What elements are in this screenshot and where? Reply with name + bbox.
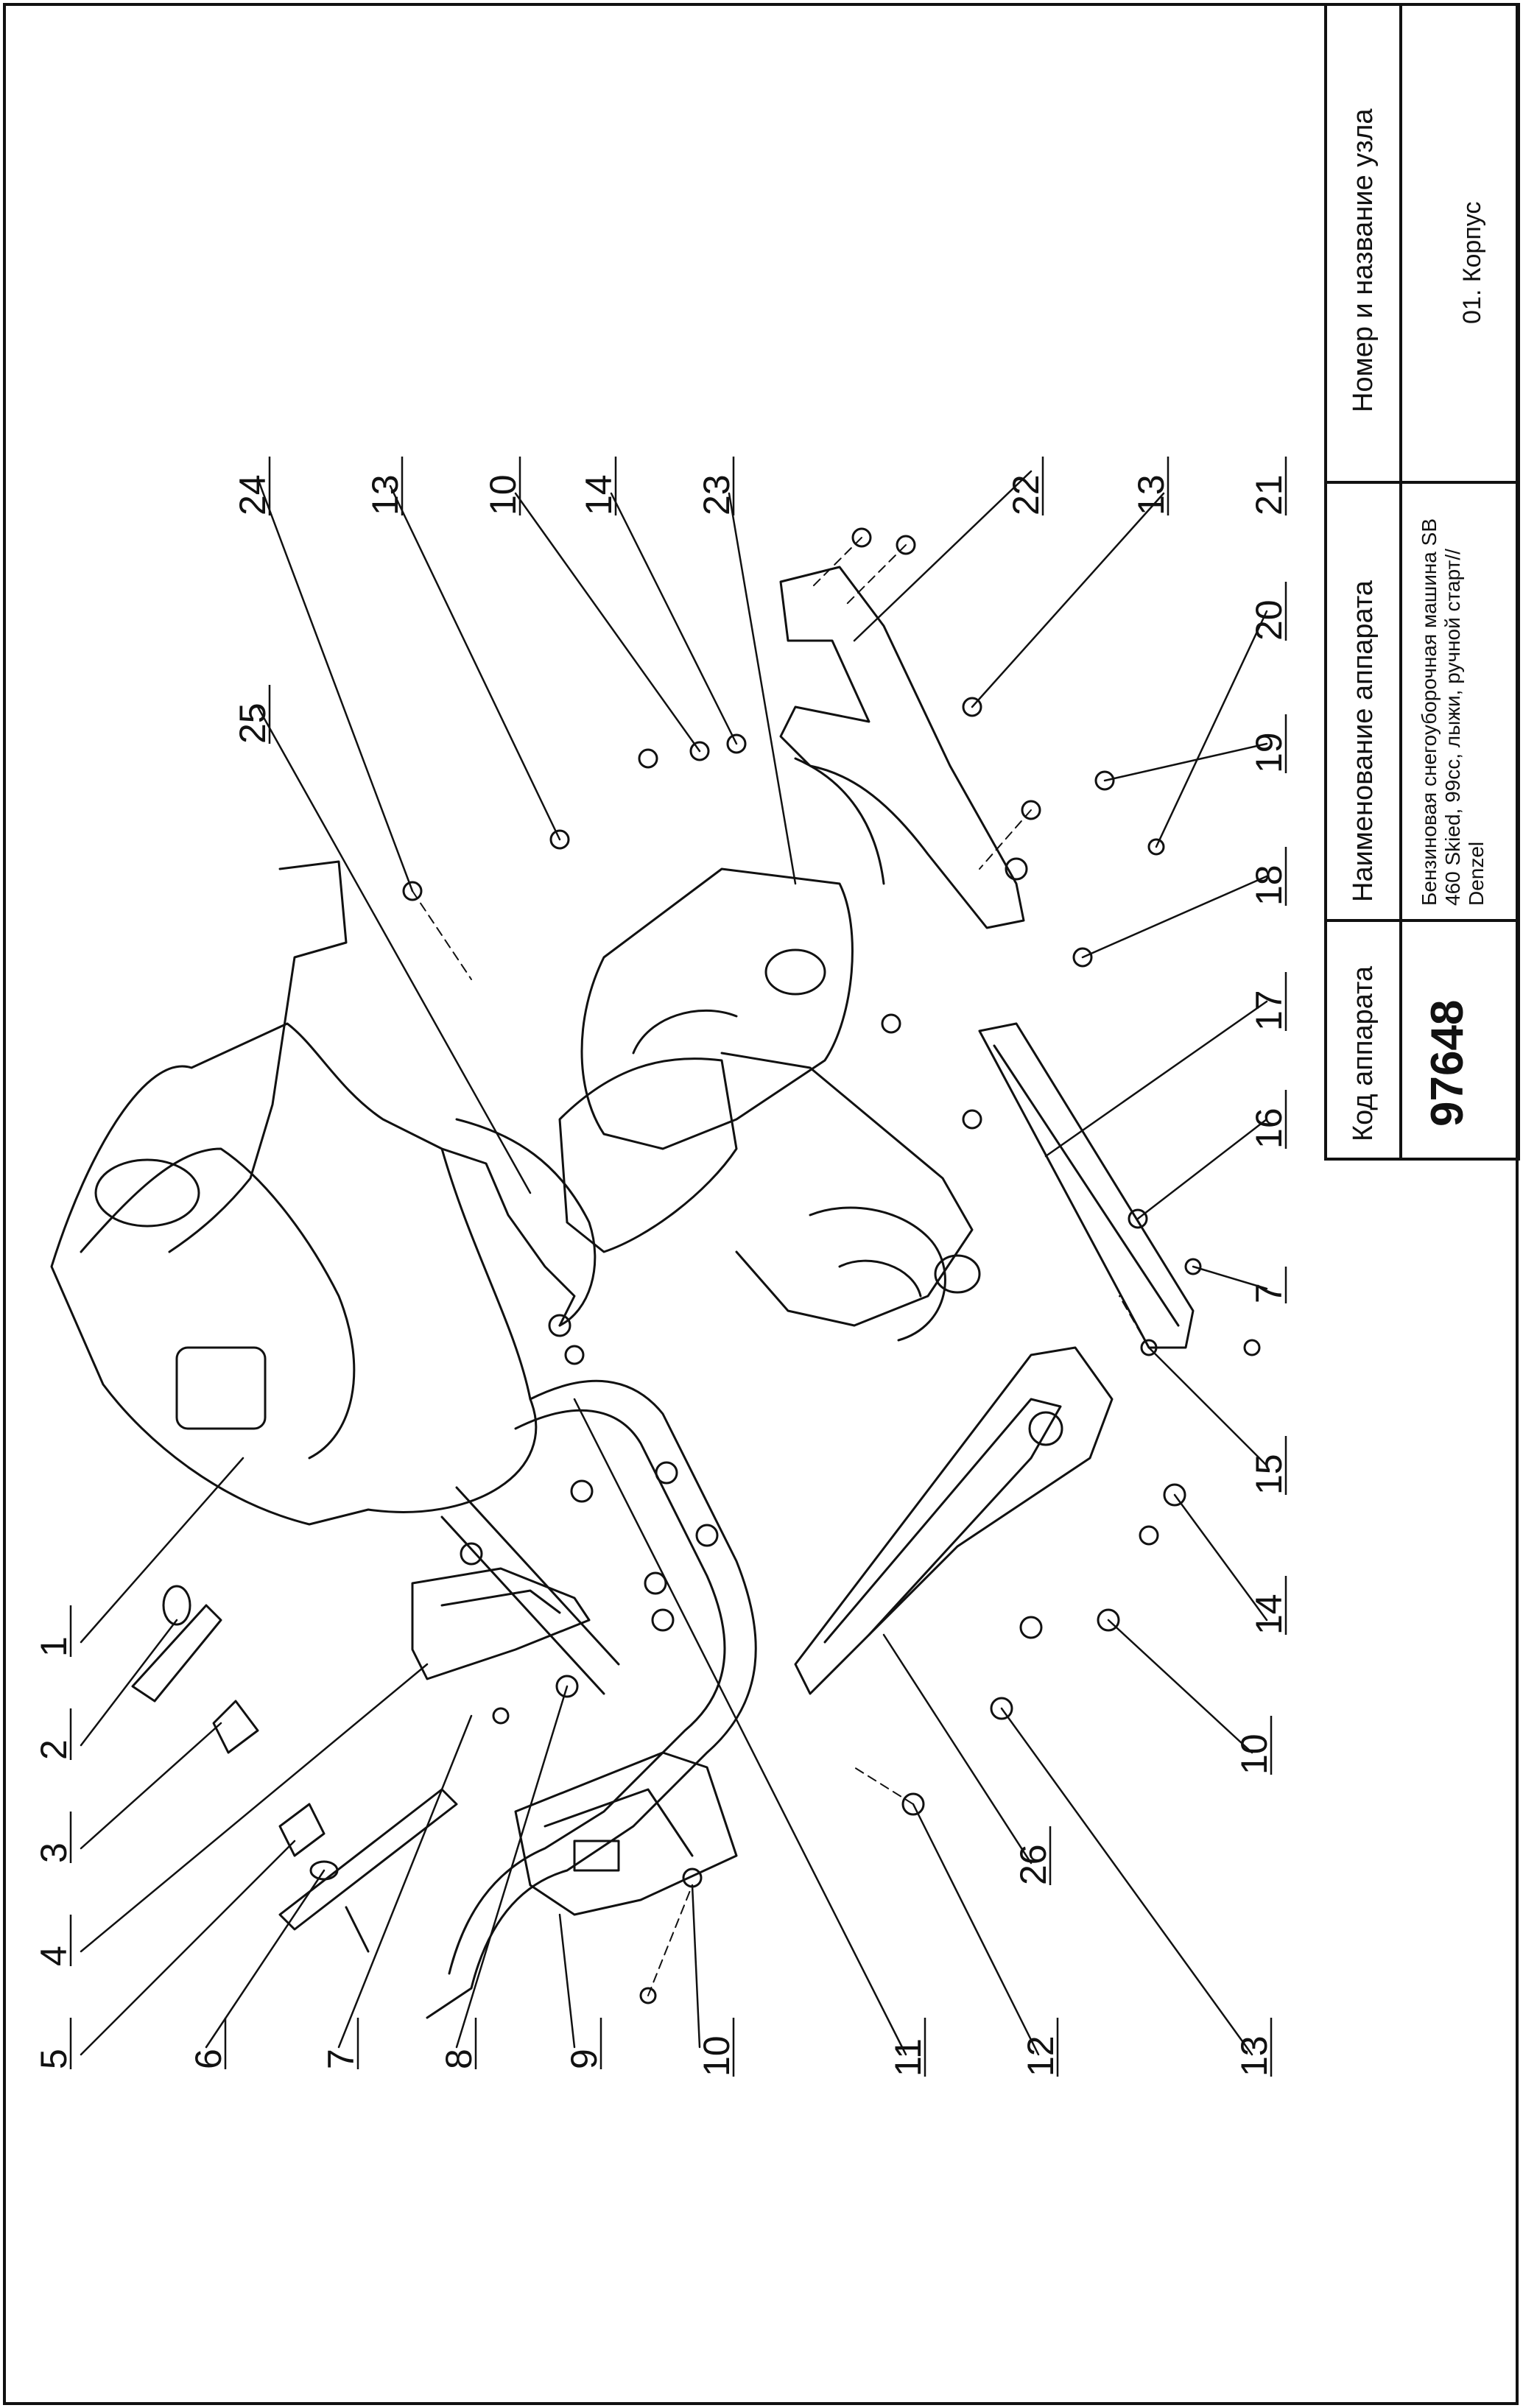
callout-12: 12: [1020, 2035, 1061, 2077]
leader-lines: [80, 470, 1268, 2056]
unit-header: Номер и название узла: [1348, 108, 1379, 412]
callout-6: 6: [188, 2049, 229, 2069]
callout-10a: 10: [696, 2035, 737, 2077]
control-bracket-part: [411, 1567, 591, 1680]
fastener-group: [402, 527, 1261, 2004]
callout-2: 2: [33, 1739, 74, 1760]
callout-23: 23: [696, 474, 737, 515]
callout-10c: 10: [482, 474, 524, 515]
callout-21: 21: [1248, 474, 1290, 515]
callout-13b: 13: [1130, 474, 1172, 515]
code-value: 97648: [1422, 999, 1473, 1127]
callout-14b: 14: [578, 474, 619, 515]
callout-25: 25: [232, 703, 273, 744]
callout-13a: 13: [1234, 2035, 1275, 2077]
callout-9: 9: [563, 2049, 605, 2069]
title-block-grid: [1324, 3, 1520, 1161]
callout-10b: 10: [1234, 1733, 1275, 1775]
drawing-sheet: [3, 3, 1519, 2405]
callout-13c: 13: [365, 474, 406, 515]
callout-3: 3: [33, 1842, 74, 1863]
callout-22: 22: [1005, 474, 1047, 515]
callout-20: 20: [1248, 599, 1290, 641]
auger-housing-part: [580, 867, 854, 1150]
callout-5: 5: [33, 2049, 74, 2069]
name-header: Наименование аппарата: [1348, 580, 1379, 902]
callout-4: 4: [33, 1946, 74, 1966]
unit-value: 01. Корпус: [1458, 201, 1486, 324]
callout-underlines: [69, 457, 1287, 2077]
strap-part: [131, 1604, 222, 1703]
callout-8: 8: [438, 2049, 479, 2069]
callout-1: 1: [33, 1636, 74, 1657]
callout-18: 18: [1248, 865, 1290, 906]
callout-19: 19: [1248, 732, 1290, 773]
housing-part: [50, 1022, 538, 1526]
callout-numbers: 1 2 3 4 5 6 7 8 9 10 11 12 13 26 10 14 1…: [33, 474, 1290, 2077]
callout-7b: 7: [1248, 1283, 1290, 1303]
skid-part: [978, 1022, 1195, 1349]
callout-7a: 7: [320, 2049, 362, 2069]
handle-tube-part: [426, 1379, 757, 2019]
bracket-part: [514, 1751, 738, 1916]
chute-shroud-part: [779, 566, 1025, 929]
code-header: Код аппарата: [1348, 965, 1379, 1141]
callout-15: 15: [1248, 1454, 1290, 1495]
name-value: Бензиновая снегоуборочная машина SB 460 …: [1418, 518, 1488, 906]
callout-16: 16: [1248, 1108, 1290, 1149]
strap-part-2: [278, 1788, 458, 1931]
callout-17: 17: [1248, 990, 1290, 1031]
callout-26: 26: [1013, 1844, 1054, 1885]
callout-24: 24: [232, 474, 273, 515]
callout-11: 11: [887, 2038, 929, 2077]
callout-14a: 14: [1248, 1594, 1290, 1635]
side-panel-part: [794, 1346, 1114, 1695]
